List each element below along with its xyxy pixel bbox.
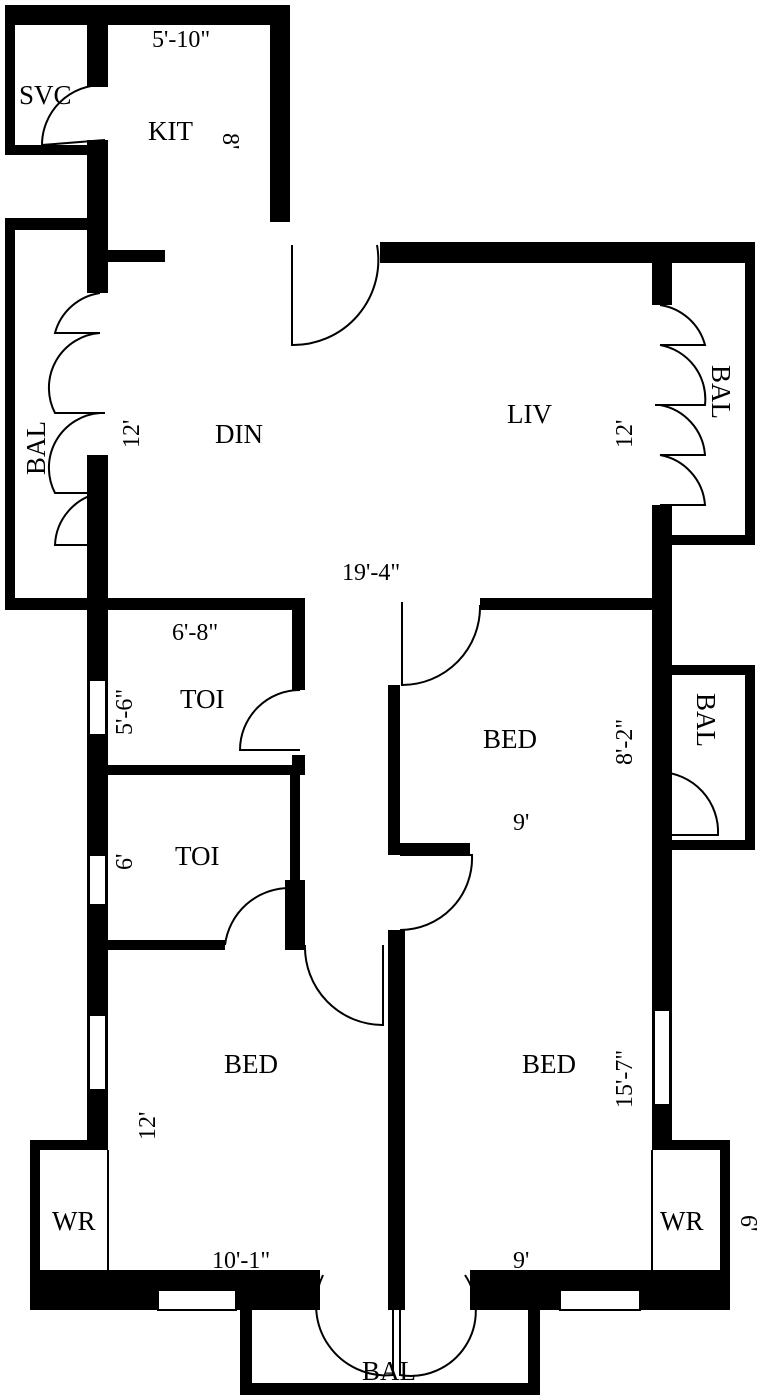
room-wr-left: WR xyxy=(52,1206,96,1236)
room-bal-bed: BAL xyxy=(691,693,721,747)
room-bal-left: BAL xyxy=(21,421,51,475)
dim-wr-right-depth: 6' xyxy=(735,1215,759,1231)
dim-kit-width: 5'-10" xyxy=(152,27,210,53)
dim-bed-upper-right-width: 9' xyxy=(513,810,529,836)
dim-bed-lower-right-width: 9' xyxy=(513,1248,529,1274)
room-bal-bottom: BAL xyxy=(362,1356,416,1386)
room-din: DIN xyxy=(215,419,263,449)
dimension-labels: 5'-10" 8' 12' 12' 19'-4" 6'-8" 5'-6" 6' … xyxy=(112,27,759,1274)
dim-toi-lower-depth: 6' xyxy=(112,854,138,870)
room-svc: SVC xyxy=(19,80,72,110)
room-bed-upper-right: BED xyxy=(483,724,537,754)
room-bed-lower-left: BED xyxy=(224,1049,278,1079)
dim-bed-lower-left-depth: 12' xyxy=(135,1112,161,1140)
dim-bed-lower-right-depth: 15'-7" xyxy=(612,1050,638,1108)
dim-liv-depth: 12' xyxy=(612,420,638,448)
dim-bed-upper-right-depth: 8'-2" xyxy=(612,719,638,765)
doors xyxy=(40,83,720,1377)
room-bal-right: BAL xyxy=(706,365,736,419)
dim-din-liv-width: 19'-4" xyxy=(342,560,400,586)
windows xyxy=(88,679,671,1311)
room-toi-upper: TOI xyxy=(180,684,225,714)
room-bed-lower-right: BED xyxy=(522,1049,576,1079)
room-wr-right: WR xyxy=(660,1206,704,1236)
dim-toi-upper-depth: 5'-6" xyxy=(112,689,138,735)
room-kit: KIT xyxy=(148,116,193,146)
room-labels: SVC KIT DIN LIV BAL BAL TOI TOI BED BAL … xyxy=(19,80,736,1386)
dim-toi-upper-width: 6'-8" xyxy=(172,620,218,646)
room-toi-lower: TOI xyxy=(175,841,220,871)
dim-kit-depth: 8' xyxy=(217,133,243,149)
dim-din-depth: 12' xyxy=(119,420,145,448)
dim-bed-lower-left-width: 10'-1" xyxy=(212,1248,270,1274)
room-liv: LIV xyxy=(507,399,552,429)
